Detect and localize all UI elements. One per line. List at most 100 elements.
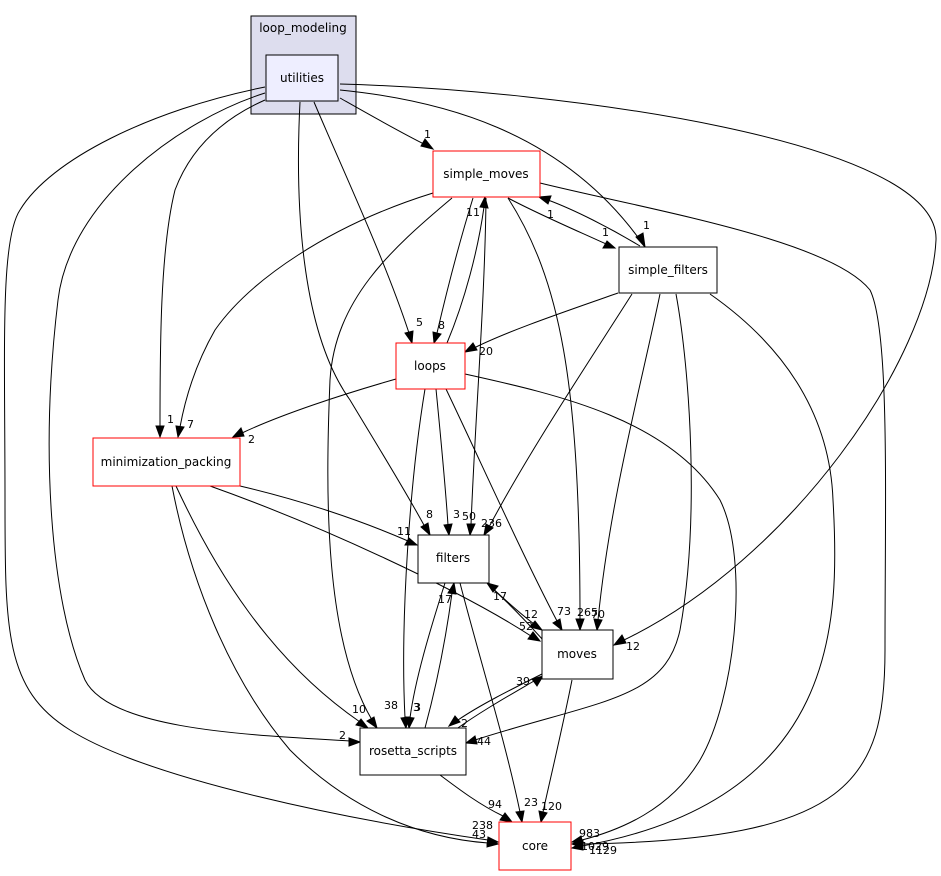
edge-simple-filters-filters (488, 293, 633, 528)
edge-label: 12 (524, 608, 538, 621)
edge-label: 11 (466, 206, 480, 219)
edge-rosetta-scripts-filters (424, 592, 453, 729)
edge-label: 1 (167, 413, 174, 426)
node-moves[interactable]: moves (541, 629, 614, 680)
node-label-core: core (522, 839, 548, 853)
arrow-simple-filters-rosetta-scripts (464, 735, 478, 745)
edge-label: 7 (187, 418, 194, 431)
edge-label: 3 (414, 701, 421, 714)
arrow-utilities-simple-moves (420, 138, 435, 150)
edge-label: 17 (493, 590, 507, 603)
arrow-rosetta-scripts-moves (531, 675, 545, 687)
edge-label: 236 (481, 517, 502, 530)
edge-label: 983 (579, 827, 600, 840)
node-filters[interactable]: filters (417, 534, 490, 584)
arrow-minimization-packing-core (486, 838, 500, 848)
arrow-loops-core (570, 835, 584, 845)
arrow-loops-moves (552, 618, 563, 632)
arrow-filters-core (515, 810, 525, 824)
edge-label: 1 (424, 128, 431, 141)
arrow-utilities-simple-filters (635, 232, 646, 249)
arrow-simple-moves-filters (466, 523, 476, 537)
edge-label: 238 (472, 819, 493, 832)
edge-filters-rosetta-scripts (409, 582, 446, 719)
arrow-filters-moves (529, 620, 544, 631)
edge-simple-moves-loops (436, 197, 474, 334)
edge-simple-filters-core (581, 293, 836, 847)
edge-simple-moves-core (539, 182, 887, 845)
edge-simple-moves-simple-filters (507, 197, 607, 245)
arrow-simple-moves-moves (575, 618, 585, 632)
edge-loops-minimization-packing (241, 378, 397, 434)
arrow-simple-moves-loops (432, 331, 442, 345)
edge-minimization-packing-rosetta-scripts (175, 485, 361, 723)
edge-minimization-packing-filters (239, 485, 409, 542)
edge-label: 73 (557, 605, 571, 618)
edge-moves-core (542, 679, 573, 813)
edge-label: 1 (547, 208, 554, 221)
edge-loops-core (464, 373, 737, 841)
edge-label: 5 (416, 316, 423, 329)
arrow-simple-moves-simple-filters (602, 240, 617, 249)
edge-simple-moves-filters (470, 197, 487, 526)
node-core[interactable]: core (498, 821, 572, 871)
edge-moves-filters (493, 589, 544, 641)
edge-utilities-filters (297, 101, 426, 528)
edge-label: 2 (248, 433, 255, 446)
arrow-simple-filters-moves (593, 618, 603, 632)
arrow-moves-core (538, 810, 548, 824)
node-rosetta-scripts[interactable]: rosetta_scripts (359, 727, 467, 776)
node-label-utilities: utilities (280, 71, 324, 85)
arrow-minimization-packing-filters (404, 537, 419, 546)
node-utilities[interactable]: utilities (265, 54, 339, 102)
nodes: utilities simple_moves simple_filters lo… (92, 54, 718, 871)
edge-rosetta-scripts-moves (454, 680, 535, 731)
node-simple-moves[interactable]: simple_moves (432, 150, 541, 198)
edge-label: 2 (339, 729, 346, 742)
edge-loops-rosetta-scripts (403, 388, 426, 719)
edge-label: 1 (643, 219, 650, 232)
arrow-simple-filters-filters (483, 523, 494, 537)
edge-label: 12 (626, 640, 640, 653)
arrow-loops-simple-moves (479, 195, 489, 209)
edge-loops-filters (435, 388, 449, 526)
edge-label: 20 (479, 345, 493, 358)
edge-utilities-moves (339, 83, 937, 641)
arrow-minimization-packing-moves (527, 631, 542, 642)
node-simple-filters[interactable]: simple_filters (618, 246, 718, 294)
edge-utilities-simple-filters (339, 89, 641, 241)
node-label-simple-filters: simple_filters (628, 263, 708, 277)
edge-utilities-loops (313, 101, 410, 334)
edge-label: 8 (438, 319, 445, 332)
edge-label: 39 (516, 675, 530, 688)
edge-label: 3 (413, 701, 420, 714)
edge-label: 120 (541, 800, 562, 813)
edge-rosetta-scripts-core (439, 774, 504, 817)
edge-label: 3 (453, 508, 460, 521)
arrow-loops-filters (443, 523, 453, 537)
edge-simple-filters-moves (597, 293, 661, 621)
edge-label: 1 (602, 226, 609, 239)
arrow-utilities-moves (612, 634, 627, 646)
edge-filters-core (459, 582, 521, 813)
node-label-minimization-packing: minimization_packing (101, 455, 232, 469)
edge-loops-simple-moves (446, 206, 485, 344)
edge-label: 38 (384, 699, 398, 712)
edge-label: 94 (488, 798, 502, 811)
node-minimization-packing[interactable]: minimization_packing (92, 437, 241, 487)
node-label-rosetta-scripts: rosetta_scripts (369, 744, 457, 758)
edge-label: 50 (462, 510, 476, 523)
arrow-simple-filters-simple-moves (537, 195, 552, 205)
edge-label: 10 (352, 703, 366, 716)
arrow-utilities-minimization-packing (155, 425, 165, 439)
edge-label: 8 (426, 508, 433, 521)
edge-label: 265 (577, 606, 598, 619)
node-loops[interactable]: loops (395, 342, 466, 390)
edge-simple-moves-rosetta-scripts (327, 197, 453, 721)
edges: 1 1 12 5 8 1 2 238 1 (3, 83, 937, 857)
edge-utilities-rosetta-scripts (48, 92, 351, 742)
edge-label: 52 (519, 620, 533, 633)
arrow-moves-rosetta-scripts (447, 715, 461, 727)
arrow-rosetta-scripts-core (499, 812, 514, 823)
arrow-filters-rosetta-scripts (405, 716, 415, 730)
